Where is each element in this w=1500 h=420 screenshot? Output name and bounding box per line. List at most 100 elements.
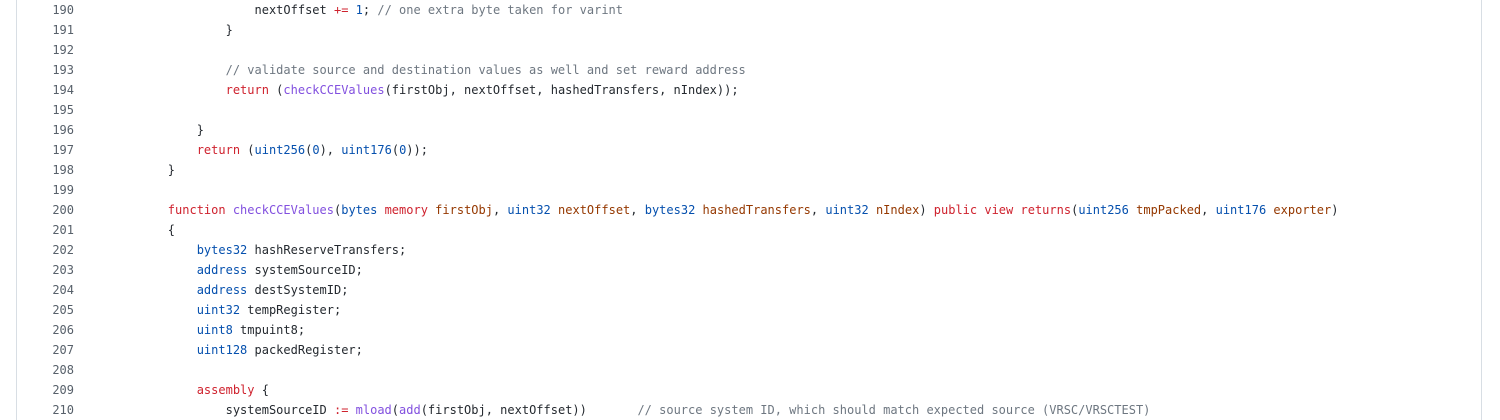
code-text: uint8 tmpuint8;: [110, 320, 305, 340]
code-token: ,: [1201, 203, 1216, 217]
code-token: {: [110, 223, 176, 237]
code-token: uint128: [196, 343, 248, 357]
code-line: 196 }: [17, 120, 1481, 140]
code-token: tempRegister;: [240, 303, 342, 317]
code-token: assembly: [196, 383, 255, 397]
line-number[interactable]: 210: [52, 403, 74, 417]
code-token: mload: [355, 403, 392, 417]
line-number[interactable]: 193: [52, 63, 74, 77]
code-token: [1013, 203, 1020, 217]
code-line: 207 uint128 packedRegister;: [17, 340, 1481, 360]
line-number[interactable]: 204: [52, 283, 74, 297]
code-token: uint8: [196, 323, 233, 337]
code-token: }: [110, 163, 176, 177]
line-number[interactable]: 192: [52, 43, 74, 57]
code-token: ));: [406, 143, 428, 157]
code-token: [551, 203, 558, 217]
code-line: 198 }: [17, 160, 1481, 180]
code-token: uint256: [1078, 203, 1129, 217]
code-token: [110, 263, 197, 277]
code-text: return (uint256(0), uint176(0));: [110, 140, 428, 160]
code-token: nIndex: [875, 203, 920, 217]
code-token: destSystemID;: [247, 283, 349, 297]
code-token: [110, 83, 226, 97]
code-token: ): [919, 203, 934, 217]
line-number[interactable]: 198: [52, 163, 74, 177]
code-text: function checkCCEValues(bytes memory fir…: [110, 200, 1339, 220]
code-text: uint128 packedRegister;: [110, 340, 363, 360]
code-line: 201 {: [17, 220, 1481, 240]
code-token: [110, 243, 197, 257]
code-token: address: [196, 263, 248, 277]
code-token: uint176: [341, 143, 392, 157]
code-token: packedRegister;: [247, 343, 363, 357]
code-token: [110, 143, 197, 157]
code-line: 210 systemSourceID := mload(add(firstObj…: [17, 400, 1481, 420]
code-token: (: [391, 143, 400, 157]
code-line: 193 // validate source and destination v…: [17, 60, 1481, 80]
code-line: 190 nextOffset += 1; // one extra byte t…: [17, 0, 1481, 20]
code-token: nextOffset: [254, 3, 334, 17]
code-text: // validate source and destination value…: [110, 60, 746, 80]
code-text: address destSystemID;: [110, 280, 349, 300]
code-token: :=: [333, 403, 349, 417]
code-line: 199: [17, 180, 1481, 200]
code-token: uint256: [254, 143, 306, 157]
code-token: // validate source and destination value…: [225, 63, 746, 77]
code-token: ;: [362, 3, 378, 17]
code-lines: 190 nextOffset += 1; // one extra byte t…: [17, 0, 1481, 420]
code-token: hashReserveTransfers;: [247, 243, 407, 257]
line-number[interactable]: 196: [52, 123, 74, 137]
code-token: 0: [399, 143, 407, 157]
code-line: 208: [17, 360, 1481, 380]
code-text: address systemSourceID;: [110, 260, 363, 280]
code-token: add: [399, 403, 421, 417]
code-token: }: [110, 123, 204, 137]
line-number[interactable]: 194: [52, 83, 74, 97]
code-token: uint32: [825, 203, 869, 217]
line-number[interactable]: 201: [52, 223, 74, 237]
line-number[interactable]: 209: [52, 383, 74, 397]
code-token: 0: [312, 143, 320, 157]
code-token: (: [305, 143, 313, 157]
code-token: [110, 343, 197, 357]
code-token: [695, 203, 702, 217]
line-number[interactable]: 207: [52, 343, 74, 357]
code-token: [110, 323, 197, 337]
line-number[interactable]: 205: [52, 303, 74, 317]
code-token: return: [196, 143, 241, 157]
code-text: assembly {: [110, 380, 269, 400]
line-number[interactable]: 202: [52, 243, 74, 257]
line-number[interactable]: 200: [52, 203, 74, 217]
code-viewer: 190 nextOffset += 1; // one extra byte t…: [16, 0, 1482, 420]
line-number[interactable]: 191: [52, 23, 74, 37]
code-token: (: [333, 203, 342, 217]
code-token: [348, 3, 355, 17]
line-number[interactable]: 208: [52, 363, 74, 377]
code-line: 194 return (checkCCEValues(firstObj, nex…: [17, 80, 1481, 100]
line-number[interactable]: 190: [52, 3, 74, 17]
line-number[interactable]: 197: [52, 143, 74, 157]
code-token: [110, 303, 197, 317]
code-token: return: [225, 83, 269, 97]
code-token: ): [1331, 203, 1339, 217]
code-line: 205 uint32 tempRegister;: [17, 300, 1481, 320]
code-token: (: [391, 403, 400, 417]
line-number[interactable]: 203: [52, 263, 74, 277]
code-token: {: [254, 383, 269, 397]
line-number[interactable]: 195: [52, 103, 74, 117]
code-token: systemSourceID;: [247, 263, 363, 277]
code-text: }: [110, 160, 175, 180]
code-token: ,: [810, 203, 826, 217]
code-line: 202 bytes32 hashReserveTransfers;: [17, 240, 1481, 260]
code-token: 1: [355, 3, 363, 17]
code-token: view: [984, 203, 1014, 217]
code-token: memory: [384, 203, 428, 217]
code-token: firstObj: [435, 203, 493, 217]
line-number[interactable]: 199: [52, 183, 74, 197]
code-token: }: [110, 23, 233, 37]
code-line: 203 address systemSourceID;: [17, 260, 1481, 280]
code-token: hashedTransfers: [702, 203, 811, 217]
line-number[interactable]: 206: [52, 323, 74, 337]
code-text: return (checkCCEValues(firstObj, nextOff…: [110, 80, 739, 100]
